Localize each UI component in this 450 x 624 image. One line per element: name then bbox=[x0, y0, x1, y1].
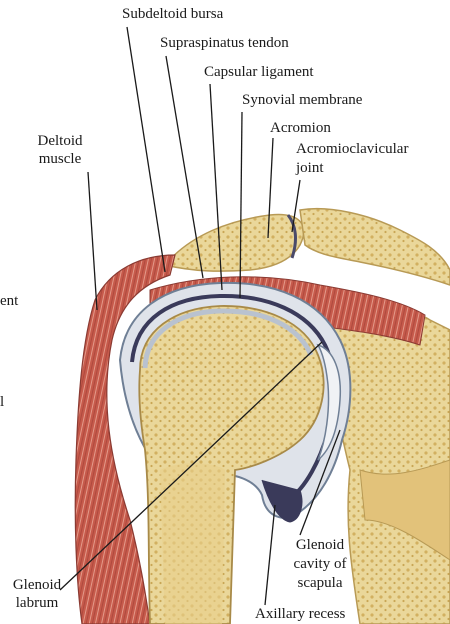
leader-subdeltoid-bursa bbox=[127, 27, 165, 272]
acromion-bone bbox=[165, 215, 304, 272]
label-glenoid-cavity-line1: Glenoid bbox=[286, 537, 354, 554]
label-cut-left-2: l bbox=[0, 394, 4, 411]
label-acromioclavicular-line2: joint bbox=[296, 160, 324, 177]
label-glenoid-cavity-line3: scapula bbox=[286, 575, 354, 592]
medullary-cavity bbox=[160, 463, 225, 624]
leader-axillary-recess bbox=[265, 505, 275, 605]
label-acromioclavicular-line1: Acromioclavicular bbox=[296, 141, 408, 158]
leader-deltoid bbox=[88, 172, 97, 310]
label-glenoid-labrum-line2: labrum bbox=[6, 595, 68, 612]
clavicle-bone bbox=[300, 209, 450, 285]
label-deltoid-line1: Deltoid bbox=[30, 133, 90, 150]
label-glenoid-cavity-line2: cavity of bbox=[286, 556, 354, 573]
label-axillary-recess: Axillary recess bbox=[255, 606, 345, 623]
leader-supraspinatus-tendon bbox=[166, 56, 203, 278]
label-capsular-ligament: Capsular ligament bbox=[204, 64, 314, 81]
label-deltoid-line2: muscle bbox=[30, 151, 90, 168]
label-glenoid-labrum-line1: Glenoid bbox=[6, 577, 68, 594]
label-acromion: Acromion bbox=[270, 120, 331, 137]
label-synovial-membrane: Synovial membrane bbox=[242, 92, 362, 109]
label-cut-left-1: ent bbox=[0, 293, 18, 310]
label-supraspinatus-tendon: Supraspinatus tendon bbox=[160, 35, 289, 52]
label-subdeltoid-bursa: Subdeltoid bursa bbox=[122, 6, 223, 23]
